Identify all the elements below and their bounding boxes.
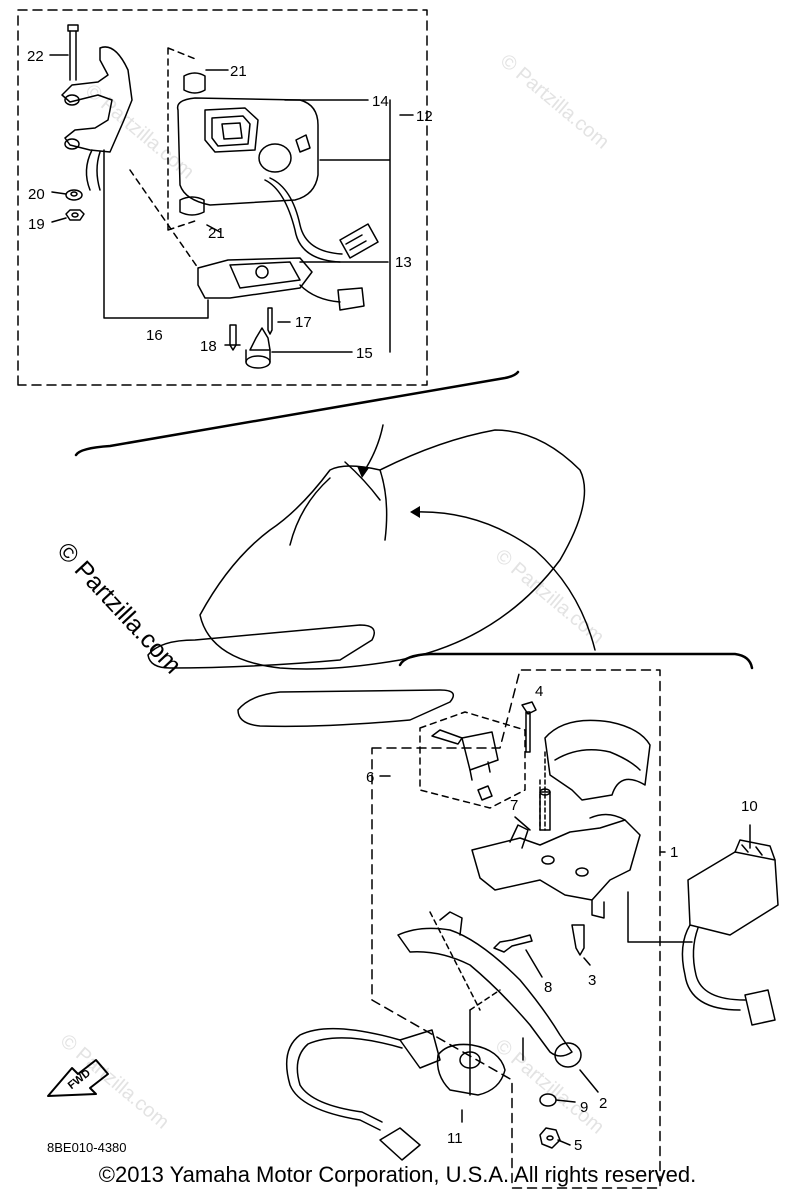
callout-22: 22 <box>27 48 44 65</box>
callout-4: 4 <box>535 683 543 700</box>
callout-21a: 21 <box>230 63 247 80</box>
snowmobile-outline <box>147 429 586 728</box>
nut-19 <box>65 209 85 221</box>
callout-15: 15 <box>356 345 373 362</box>
switch-10 <box>681 839 779 1026</box>
housing-cap <box>544 719 651 801</box>
callout-1: 1 <box>670 844 678 861</box>
arrow-to-handlebar <box>362 424 384 474</box>
callout-19: 19 <box>28 216 45 233</box>
grommet-21b <box>179 196 205 216</box>
cover-13 <box>197 257 365 311</box>
callout-12: 12 <box>416 108 433 125</box>
bottom-inset-box <box>371 669 661 1189</box>
inset-brace-bottom <box>398 652 754 670</box>
callout-9: 9 <box>580 1099 588 1116</box>
group-6-box <box>419 711 526 809</box>
screw-6 <box>431 729 463 745</box>
callout-20: 20 <box>28 186 45 203</box>
callout-11: 11 <box>447 1130 463 1147</box>
callout-21b: 21 <box>208 225 225 242</box>
switch-housing-14 <box>176 97 379 263</box>
nut-5 <box>539 1127 561 1149</box>
setscrew-6 <box>477 785 493 801</box>
clamp-6 <box>461 731 499 771</box>
grommet-21a <box>183 72 206 94</box>
bolt-4 <box>521 701 537 753</box>
washer-20 <box>65 189 83 201</box>
screw-18 <box>229 324 237 351</box>
screw-17 <box>267 307 273 335</box>
sensor-11 <box>285 1027 506 1161</box>
screw-3 <box>571 924 585 956</box>
callout-13: 13 <box>395 254 412 271</box>
copyright-notice: ©2013 Yamaha Motor Corporation, U.S.A. A… <box>98 1162 697 1187</box>
callout-6: 6 <box>366 769 374 786</box>
top-inset-box <box>17 9 428 386</box>
part-code: 8BE010-4380 <box>47 1140 127 1155</box>
callout-16: 16 <box>146 327 163 344</box>
screw-8 <box>493 934 533 953</box>
throttle-bracket-1 <box>471 813 641 919</box>
callout-17: 17 <box>295 314 312 331</box>
callout-8: 8 <box>544 979 552 996</box>
callout-14: 14 <box>372 93 389 110</box>
bolt-22 <box>67 24 79 81</box>
callout-18: 18 <box>200 338 217 355</box>
callout-5: 5 <box>574 1137 582 1154</box>
fwd-arrow-icon <box>47 1059 109 1097</box>
bracket-16 <box>61 46 133 191</box>
throttle-lever-2 <box>397 911 582 1068</box>
callout-7: 7 <box>510 797 518 814</box>
arrow-to-throttle <box>414 511 596 651</box>
callout-3: 3 <box>588 972 596 989</box>
inset-brace-top <box>74 370 520 457</box>
screw-15 <box>249 327 271 351</box>
callout-2: 2 <box>599 1095 607 1112</box>
washer-9 <box>539 1093 557 1107</box>
callout-10: 10 <box>741 798 758 815</box>
